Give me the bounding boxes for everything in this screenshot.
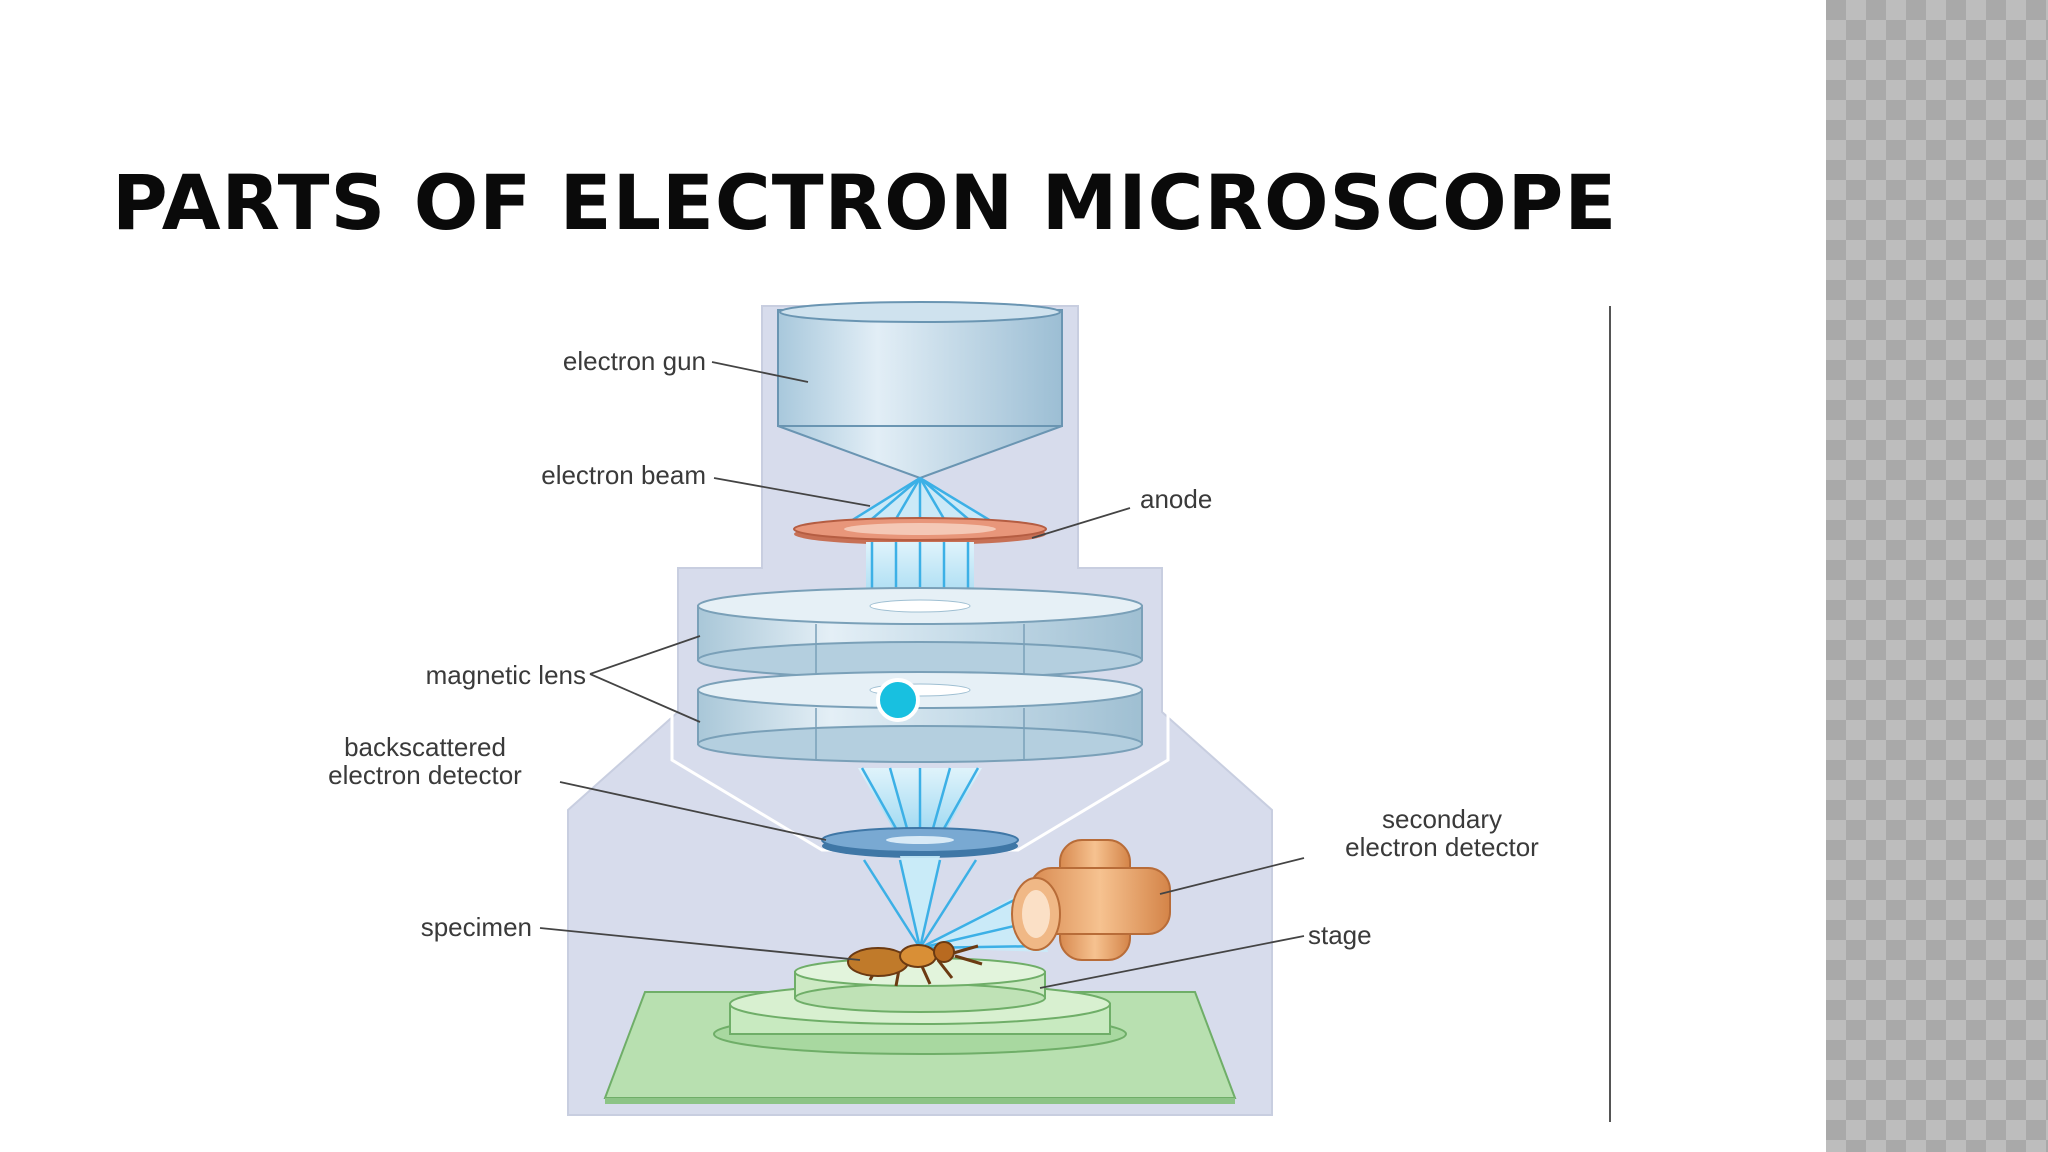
label-backscattered-line1: backscattered <box>344 732 506 762</box>
secondary-detector <box>1011 839 1171 961</box>
decorative-side-panel <box>1826 0 2048 1152</box>
electron-gun <box>777 301 1063 480</box>
electron-beam <box>845 476 997 526</box>
slide: PARTS OF ELECTRON MICROSCOPE <box>112 158 1618 1122</box>
vertical-divider <box>1609 306 1611 1122</box>
label-backscattered-line2: electron detector <box>328 760 522 790</box>
label-stage: stage <box>1308 920 1372 950</box>
focused-beam <box>858 767 982 834</box>
label-electron-gun: electron gun <box>563 346 706 376</box>
label-secondary-line2: electron detector <box>1345 832 1539 862</box>
magnetic-lens-upper <box>697 587 1143 679</box>
specimen-insect <box>847 941 983 987</box>
magnetic-lens-lower <box>697 671 1143 763</box>
electron-microscope-diagram: electron gun electron beam anode magneti… <box>328 301 1539 1116</box>
label-anode: anode <box>1140 484 1212 514</box>
backscattered-detector <box>821 827 1019 858</box>
label-electron-beam: electron beam <box>541 460 706 490</box>
page-title: PARTS OF ELECTRON MICROSCOPE <box>112 158 1618 247</box>
leader-lines <box>539 361 1305 989</box>
anode-ring <box>793 517 1047 545</box>
label-magnetic-lens: magnetic lens <box>426 660 586 690</box>
label-secondary-line1: secondary <box>1382 804 1502 834</box>
pointer-marker <box>876 678 920 722</box>
label-specimen: specimen <box>421 912 532 942</box>
